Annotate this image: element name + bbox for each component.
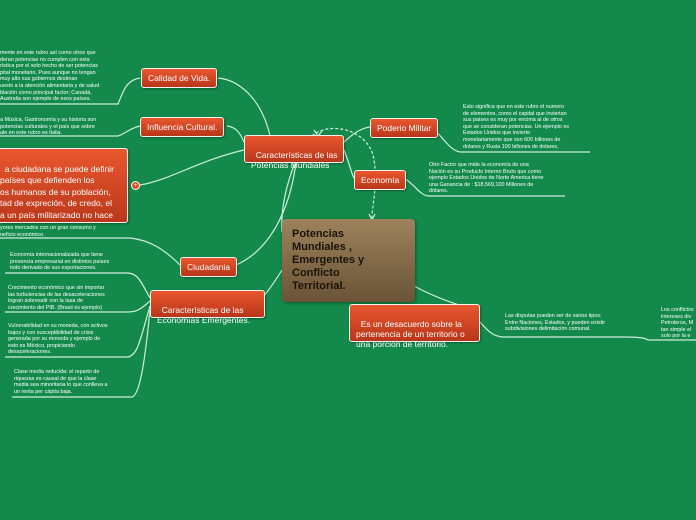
note-calidad-vida: mente en este rubro así como otros que d… (0, 50, 100, 103)
node-ciudadania[interactable]: Ciudadania (180, 257, 238, 277)
note-influencia-cultural: a Música, Gastronomía y su historia son … (0, 117, 97, 137)
note-mayores-mercados: yores mercados con un gran consumo y nef… (0, 225, 96, 238)
link-potencias-ciudadania (235, 161, 297, 266)
node-desacuerdo-label: Es un desacuerdo sobre la pertenencia de… (356, 319, 465, 349)
node-poderio-militar[interactable]: Poderio Militar (370, 118, 439, 138)
link-potencias-poderio (343, 126, 371, 143)
central-title: Potencias Mundiales , Emergentes y Confl… (292, 228, 365, 292)
link-emergentes-note4 (12, 309, 151, 398)
link-potencias-influencia (226, 125, 245, 143)
link-desacuerdo-note (479, 321, 625, 338)
node-ciudadania-definicion-label: a ciudadana se puede definir países que … (0, 163, 114, 222)
central-topic[interactable]: Potencias Mundiales , Emergentes y Confl… (282, 219, 415, 302)
link-central-potencias (281, 159, 297, 233)
node-economia-label: Economía (361, 175, 400, 185)
node-calidad-vida-label: Calidad de Vida. (148, 73, 211, 83)
node-calidad-vida[interactable]: Calidad de Vida. (141, 68, 218, 88)
link-economia-note (403, 177, 565, 197)
expand-badge[interactable]: + (131, 181, 140, 190)
link-emergentes-note1 (5, 272, 151, 299)
link-disputas-conflictos (624, 336, 696, 341)
note-emergente-2: Crecimiento económico que sin importar l… (8, 285, 105, 311)
note-emergente-4: Clase media reducida: el reparto de riqu… (14, 369, 108, 395)
node-caracteristicas-emergentes[interactable]: Características de las Economías Emergen… (150, 290, 265, 325)
node-desacuerdo[interactable]: Es un desacuerdo sobre la pertenencia de… (349, 304, 480, 349)
note-conflictos: Los conflictos intereses div Petroleros,… (661, 307, 694, 340)
note-disputas: Las disputas pueden ser de varios tipos:… (505, 313, 606, 333)
link-potencias-big (139, 149, 245, 186)
link-influencia-note (0, 125, 141, 137)
node-economia[interactable]: Economía (354, 170, 407, 190)
link-emergentes-note2 (5, 300, 151, 313)
link-ciudadania-note (0, 237, 181, 266)
node-poderio-militar-label: Poderio Militar (377, 123, 432, 133)
link-calidad-note (0, 77, 141, 105)
node-influencia-cultural[interactable]: Influencia Cultural. (140, 117, 225, 137)
node-caracteristicas-potencias-label: Características de las Potencias Mundial… (251, 150, 338, 170)
note-poderio-militar: Esto significa que en este rubro el nume… (463, 104, 570, 150)
node-influencia-cultural-label: Influencia Cultural. (147, 122, 218, 132)
link-potencias-calidad (217, 77, 271, 137)
note-emergente-3: Vulnerabilidad en su moneda, con activos… (8, 323, 108, 356)
node-ciudadania-definicion[interactable]: a ciudadana se puede definir países que … (0, 148, 128, 223)
link-emergentes-note3 (5, 305, 151, 358)
link-potencias-economia (343, 149, 355, 179)
node-ciudadania-label: Ciudadania (187, 262, 231, 272)
note-emergente-1: Economía internacionalizada que tiene pr… (10, 252, 110, 272)
node-caracteristicas-potencias[interactable]: Características de las Potencias Mundial… (244, 135, 344, 170)
link-dashed-relation (311, 127, 376, 219)
note-economia: Otro Factor que mide la economía de una … (429, 162, 544, 195)
node-caracteristicas-emergentes-label: Características de las Economías Emergen… (157, 305, 251, 325)
